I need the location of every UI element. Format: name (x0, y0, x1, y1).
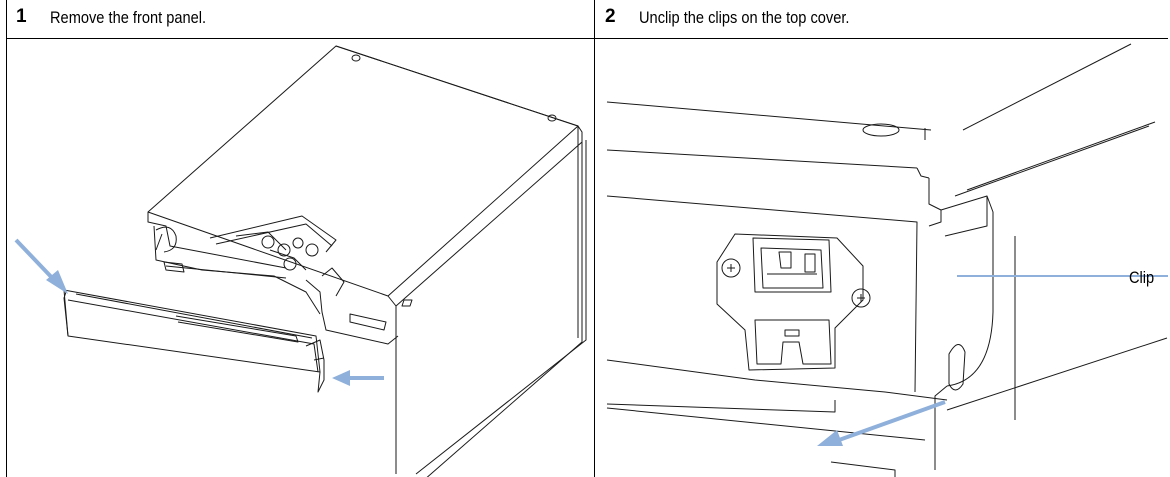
arrow-icon (14, 238, 68, 294)
header-rule (6, 38, 1168, 39)
power-inlet-illustration (606, 43, 1168, 477)
step-panel-2: 2 Unclip the clips on the top cover. (595, 0, 1168, 477)
clip-label: Clip (1129, 268, 1155, 287)
arrow-icon (817, 400, 946, 446)
module-illustration (14, 45, 587, 477)
step-instruction: Remove the front panel. (50, 8, 207, 27)
step-header-1: 1 Remove the front panel. (6, 0, 594, 38)
step-number: 2 (605, 6, 616, 27)
step-number: 1 (16, 6, 27, 27)
step-header-2: 2 Unclip the clips on the top cover. (595, 0, 1168, 38)
step-panel-1: 1 Remove the front panel. (6, 0, 594, 477)
procedure-table: 1 Remove the front panel. (6, 0, 1168, 477)
arrow-icon (332, 370, 384, 386)
step-instruction: Unclip the clips on the top cover. (639, 8, 850, 27)
table-left-border (6, 0, 7, 477)
table-divider (594, 0, 595, 477)
